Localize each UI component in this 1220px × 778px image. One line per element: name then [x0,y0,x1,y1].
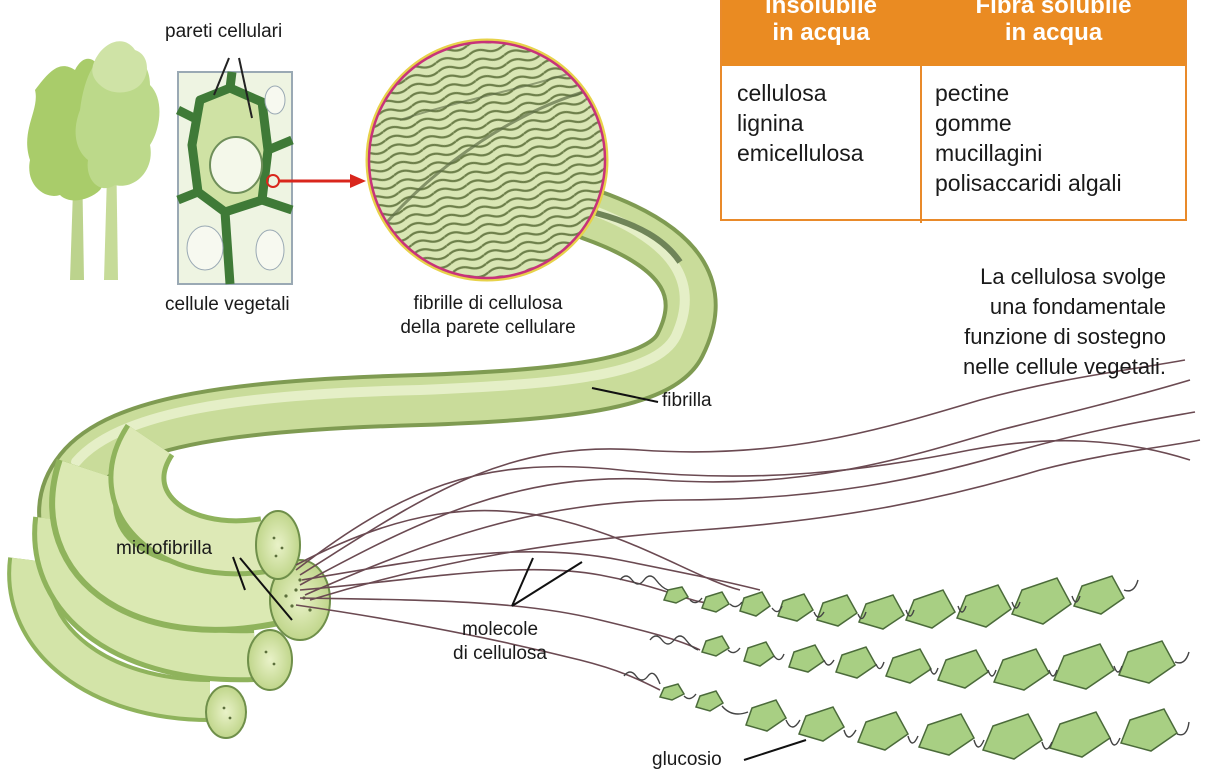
trees-illustration [27,41,159,280]
cellulose-function-note: La cellulosa svolge una fondamentale fun… [963,262,1166,382]
glucose-pointer [744,740,806,760]
glucose-ring [1012,578,1071,624]
glucose-ring [1121,709,1177,751]
note-line: La cellulosa svolge [963,262,1166,292]
glucose-ring [660,684,684,700]
molecules-label-line1: molecole [430,618,570,642]
fiber-table-header: insolubile in acqua Fibra solubile in ac… [722,0,1185,66]
glucose-ring [957,585,1011,627]
table-divider [920,66,922,223]
soluble-list: pectine gomme mucillagini polisaccaridi … [935,78,1122,198]
header-insoluble: insolubile in acqua [722,0,920,72]
glucose-ring [1050,712,1110,757]
glucose-ring [744,642,774,666]
fibrils-caption-line1: fibrille di cellulosa [378,292,598,316]
glucose-ring [938,650,988,688]
header-soluble: Fibra solubile in acqua [922,0,1185,72]
glucose-ring [696,691,723,711]
glucose-ring [994,649,1049,690]
glucose-ring [906,590,955,628]
header-insoluble-line2: in acqua [722,19,920,46]
microfibril-bundle [29,440,330,738]
header-soluble-line1: Fibra solubile [922,0,1185,19]
insoluble-item: emicellulosa [737,138,864,168]
glucose-ring [983,714,1042,759]
fiber-table: insolubile in acqua Fibra solubile in ac… [720,0,1187,221]
glucose-ring [702,636,729,656]
glucose-ring [702,592,729,612]
molecules-label: molecole di cellulosa [430,618,570,666]
glucose-ring [799,707,844,741]
glucose-ring [836,647,876,678]
cell-walls-label: pareti cellulari [165,20,282,44]
note-line: funzione di sostegno [963,322,1166,352]
fibril-label: fibrilla [662,389,712,413]
glucose-ring [740,592,770,616]
glucose-ring [789,645,824,672]
insoluble-item: lignina [737,108,864,138]
fibrils-caption: fibrille di cellulosa della parete cellu… [378,292,598,340]
glucose-ring [817,595,857,626]
glucose-ring [1054,644,1114,689]
insoluble-list: cellulosa lignina emicellulosa [737,78,864,168]
glucose-ring [858,712,908,750]
insoluble-item: cellulosa [737,78,864,108]
glucose-label: glucosio [652,748,722,772]
header-soluble-line2: in acqua [922,19,1185,46]
glucose-ring [886,649,931,683]
glucose-ring [1119,641,1175,683]
molecules-pointer [512,558,582,606]
glucose-ring [1074,576,1124,614]
molecules-label-line2: di cellulosa [430,642,570,666]
fibrils-magnifier [367,40,607,280]
note-line: una fondamentale [963,292,1166,322]
glucose-ring [919,714,974,755]
soluble-item: gomme [935,108,1122,138]
note-line: nelle cellule vegetali. [963,352,1166,382]
fibrils-caption-line2: della parete cellulare [378,316,598,340]
glucose-ring [746,700,786,731]
glucose-chains [620,576,1189,759]
glucose-ring [778,594,813,621]
soluble-item: polisaccaridi algali [935,168,1122,198]
plant-cells-label: cellule vegetali [165,293,290,317]
header-insoluble-line1: insolubile [722,0,920,19]
plant-cells-panel [178,72,292,284]
microfibril-label: microfibrilla [116,537,212,561]
soluble-item: pectine [935,78,1122,108]
soluble-item: mucillagini [935,138,1122,168]
